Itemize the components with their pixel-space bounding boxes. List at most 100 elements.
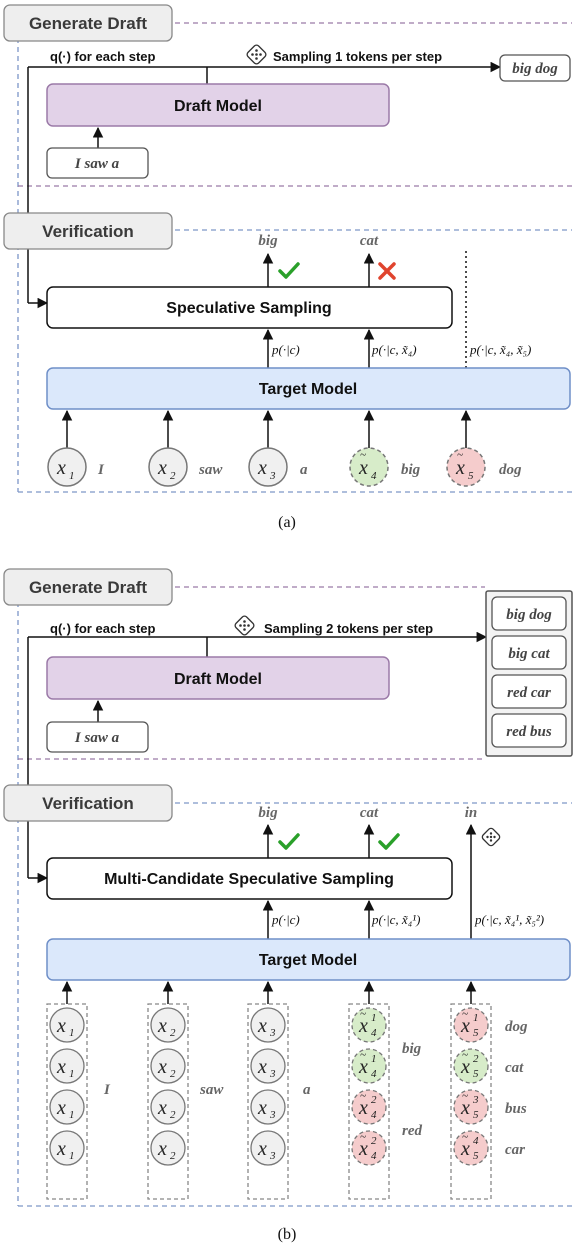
- draft-input: I saw a: [74, 156, 120, 172]
- svg-text:x: x: [56, 1056, 66, 1078]
- generate-draft-title-b: Generate Draft: [29, 578, 147, 597]
- svg-text:4: 4: [371, 1109, 377, 1121]
- caption-b: (b): [278, 1226, 297, 1243]
- svg-text:2: 2: [170, 470, 176, 482]
- draft-model-label: Draft Model: [174, 98, 262, 115]
- svg-text:1: 1: [473, 1012, 479, 1024]
- svg-text:x: x: [257, 1015, 267, 1037]
- p-given-c-b: p(·|c): [271, 912, 300, 927]
- svg-text:x: x: [157, 1015, 167, 1037]
- candidate-3: red car: [507, 685, 551, 701]
- svg-text:1: 1: [69, 1109, 75, 1121]
- column-group-3: [247, 1003, 289, 1200]
- panel-b: Generate Draft q(·) for each step Sampli…: [3, 568, 573, 1243]
- draft-output: big dog: [512, 61, 558, 77]
- svg-text:x: x: [257, 1138, 267, 1160]
- dice-icon-b: [234, 615, 255, 636]
- draft-model-box: [46, 83, 390, 127]
- sampling-label: Sampling 1 tokens per step: [273, 49, 442, 64]
- svg-text:3: 3: [269, 1150, 276, 1162]
- token-1: I: [97, 462, 105, 478]
- svg-text:~: ~: [360, 1131, 366, 1143]
- svg-text:x: x: [460, 1056, 470, 1078]
- mcss-label: Multi-Candidate Speculative Sampling: [104, 871, 394, 888]
- accepted-token: big: [258, 233, 278, 249]
- svg-text:1: 1: [69, 1068, 75, 1080]
- svg-text:x: x: [257, 1097, 267, 1119]
- svg-text:3: 3: [269, 1109, 276, 1121]
- q-label: q(·) for each step: [50, 49, 156, 64]
- svg-text:3: 3: [269, 470, 276, 482]
- svg-text:x: x: [460, 1015, 470, 1037]
- svg-text:x: x: [257, 1056, 267, 1078]
- candidate-4: red bus: [506, 724, 552, 740]
- token-3: a: [300, 462, 308, 478]
- svg-text:2: 2: [170, 1150, 176, 1162]
- svg-text:x: x: [157, 457, 167, 479]
- candidate-1: big dog: [506, 607, 552, 623]
- verification-header-b: [3, 784, 173, 822]
- svg-text:x: x: [56, 457, 66, 479]
- token-b-bus: bus: [505, 1101, 527, 1117]
- svg-text:x: x: [460, 1097, 470, 1119]
- svg-text:~: ~: [462, 1008, 468, 1020]
- svg-text:x: x: [460, 1138, 470, 1160]
- out-token-1: big: [258, 805, 278, 821]
- svg-text:~: ~: [360, 1008, 366, 1020]
- column-group-2: [147, 1003, 189, 1200]
- svg-text:x: x: [257, 457, 267, 479]
- dice-icon-b2: [481, 827, 501, 847]
- check-icon: [278, 262, 300, 279]
- speculative-sampling-box: [46, 286, 453, 329]
- svg-text:5: 5: [473, 1068, 479, 1080]
- svg-text:1: 1: [69, 470, 75, 482]
- speculative-sampling-label: Speculative Sampling: [166, 300, 331, 317]
- p-given-c: p(·|c): [271, 342, 300, 357]
- draft-input-box: [46, 147, 149, 179]
- svg-text:x: x: [358, 1056, 368, 1078]
- svg-text:1: 1: [371, 1053, 377, 1065]
- svg-text:x: x: [358, 457, 368, 479]
- generate-draft-header-b: [3, 568, 173, 606]
- svg-text:5: 5: [473, 1150, 479, 1162]
- svg-text:3: 3: [269, 1068, 276, 1080]
- target-model-box: [46, 367, 571, 410]
- svg-text:5: 5: [473, 1109, 479, 1121]
- svg-text:~: ~: [360, 1090, 366, 1102]
- draft-output-box: [499, 54, 571, 82]
- svg-text:~: ~: [360, 1049, 366, 1061]
- panel-a: Generate Draft q(·) for each step Sampli…: [3, 4, 572, 531]
- verification-title: Verification: [42, 222, 134, 241]
- svg-text:x: x: [358, 1138, 368, 1160]
- svg-text:x: x: [56, 1138, 66, 1160]
- p-given-c-x4: p(·|c, x̃₄): [371, 342, 417, 357]
- draft-input-box-b: [46, 721, 149, 753]
- svg-text:x: x: [157, 1097, 167, 1119]
- svg-text:~: ~: [462, 1131, 468, 1143]
- token-2: saw: [198, 462, 223, 478]
- svg-text:4: 4: [371, 1027, 377, 1039]
- svg-text:x: x: [455, 457, 465, 479]
- svg-text:3: 3: [472, 1094, 479, 1106]
- sampling-label-b: Sampling 2 tokens per step: [264, 621, 433, 636]
- svg-text:~: ~: [457, 449, 463, 461]
- svg-text:4: 4: [473, 1135, 479, 1147]
- svg-text:4: 4: [371, 1150, 377, 1162]
- target-model-box-b: [46, 938, 571, 981]
- token-b-dog: dog: [505, 1019, 528, 1035]
- svg-text:~: ~: [360, 449, 366, 461]
- token-b-red: red: [402, 1123, 422, 1139]
- draft-input-b: I saw a: [74, 730, 120, 746]
- svg-text:2: 2: [371, 1135, 377, 1147]
- verification-header: [3, 212, 173, 250]
- svg-text:x: x: [358, 1097, 368, 1119]
- cross-icon: [378, 262, 396, 280]
- svg-text:2: 2: [371, 1094, 377, 1106]
- token-b-cat: cat: [505, 1060, 524, 1076]
